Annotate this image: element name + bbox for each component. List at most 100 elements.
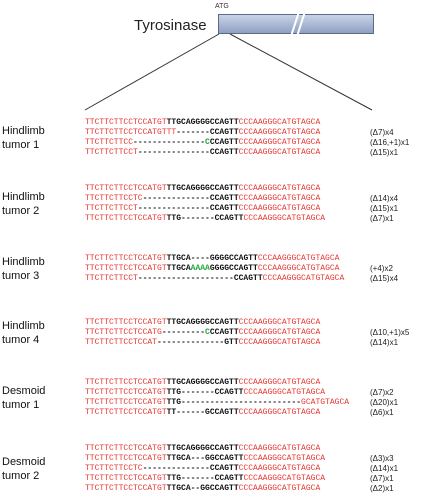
- mutant-sequence: TTCTTCTTCCTCCAT--------------GTTCCCAAGGG…: [85, 338, 320, 348]
- sequence-segment: ---------------: [133, 138, 206, 147]
- mutant-sequence: TTCTTCTTCCTCCATGTTTGCAAAAAGGGGCCAGTTCCCA…: [85, 264, 339, 274]
- mutation-count-label: (+4)x2: [370, 264, 393, 273]
- sequence-segment: TTCTTCTTCCTC: [85, 194, 143, 203]
- sequence-segment: CCCAAGGGCATGTAGCA: [238, 118, 321, 127]
- sequence-segment: CCCAAGGGCATGTAGCA: [238, 464, 321, 473]
- mutant-sequence: TTCTTCTTCCT---------------CCAGTTCCCAAGGG…: [85, 204, 320, 214]
- sequence-segment: TTCTTCTTCCTCCATGT: [85, 408, 167, 417]
- sequence-segment: CCCAAGGGCATGTAGCA: [238, 184, 321, 193]
- sample-label-line: tumor 4: [2, 334, 40, 346]
- sequence-segment: CCCAAGGGCATGTAGCA: [238, 128, 321, 137]
- sequence-segment: TTGCA----GGGGCCAGTT: [166, 254, 258, 263]
- sequence-segment: CCCAAGGGCATGTAGCA: [238, 194, 321, 203]
- mutant-sequence: TTCTTCTTCC---------------CCCAGTTCCCAAGGG…: [85, 138, 320, 148]
- sequence-segment: TTGCAGGGGCCAGTT: [166, 118, 239, 127]
- sequence-segment: CCCAAGGGCATGTAGCA: [238, 328, 321, 337]
- sequence-segment: TTCTTCTTCCTCCATGT: [85, 214, 167, 223]
- sequence-segment: ---------: [161, 328, 206, 337]
- sequence-segment: TTG-------CCAGTT: [166, 388, 244, 397]
- sample-label-line: Desmoid: [2, 385, 46, 397]
- sequence-segment: TTCTTCTTCCTCCATG: [85, 328, 162, 337]
- sequence-segment: TTG-------CCAGTT: [166, 214, 244, 223]
- wildtype-sequence: TTCTTCTTCCTCCATGTTTGCAGGGGCCAGTTCCCAAGGG…: [85, 378, 320, 388]
- sequence-segment: TTCTTCTTCCTCCAT: [85, 338, 158, 347]
- sequence-segment: TTCTTCTTCCTCCATGT: [85, 118, 167, 127]
- sequence-segment: --------------CCAGTT: [142, 464, 239, 473]
- sequence-segment: CCCAAGGGCATGTAGCA: [238, 378, 321, 387]
- sequence-segment: CCCAAGGGCATGTAGCA: [238, 148, 321, 157]
- sequence-segment: TTCTTCTTCCT: [85, 204, 138, 213]
- mutation-count-label: (Δ15)x1: [370, 204, 399, 213]
- wildtype-sequence: TTCTTCTTCCTCCATGTTTGCAGGGGCCAGTTCCCAAGGG…: [85, 318, 320, 328]
- mutation-count-label: (Δ15)x1: [370, 148, 399, 157]
- sequence-segment: CCAGTT: [209, 328, 239, 337]
- sequence-segment: TTGCA: [166, 264, 191, 273]
- mutation-count-label: (Δ10,+1)x5: [370, 328, 410, 337]
- mutant-sequence: TTCTTCTTCCT--------------------CCAGTTCCC…: [85, 274, 344, 284]
- sequence-segment: CCCAAGGGCATGTAGCA: [262, 274, 345, 283]
- sequence-segment: TTCTTCTTCCTCCATGT: [85, 454, 167, 463]
- sample-label-line: tumor 2: [2, 205, 40, 217]
- sample-label: Desmoid tumor 2: [2, 455, 45, 483]
- sample-label: Desmoid tumor 1: [2, 384, 45, 412]
- mutation-count-label: (Δ7)x1: [370, 214, 394, 223]
- wildtype-sequence: TTCTTCTTCCTCCATGTTTGCAGGGGCCAGTTCCCAAGGG…: [85, 118, 320, 128]
- sequence-segment: TTCTTCTTCCTC: [85, 464, 143, 473]
- sample-label-line: Desmoid: [2, 456, 46, 468]
- mutant-sequence: TTCTTCTTCCT---------------CCAGTTCCCAAGGG…: [85, 148, 320, 158]
- sequence-segment: CCCAAGGGCATGTAGCA: [243, 474, 326, 483]
- wildtype-sequence: TTCTTCTTCCTCCATGTTTGCA----GGGGCCAGTTCCCA…: [85, 254, 339, 264]
- sequence-segment: TTGCA--GGCCAGTT: [166, 484, 239, 493]
- sequence-segment: TTCTTCTTCCTCCATGT: [85, 378, 167, 387]
- sequence-segment: AAAA: [190, 264, 210, 273]
- sample-label-line: Hindlimb: [2, 125, 45, 137]
- mutation-count-label: (Δ7)x4: [370, 128, 394, 137]
- sequence-segment: TTGCAGGGGCCAGTT: [166, 318, 239, 327]
- mutation-count-label: (Δ14)x1: [370, 464, 399, 473]
- sequence-segment: --------------GTT: [157, 338, 239, 347]
- sequence-segment: CCCAAGGGCATGTAGCA: [238, 444, 321, 453]
- wildtype-sequence: TTCTTCTTCCTCCATGTTTGCAGGGGCCAGTTCCCAAGGG…: [85, 444, 320, 454]
- sequence-segment: GGGGCCAGTT: [209, 264, 258, 273]
- mutation-count-label: (Δ15)x4: [370, 274, 399, 283]
- sequence-segment: TTGCAGGGGCCAGTT: [166, 184, 239, 193]
- sequence-segment: TT------GCCAGTT: [166, 408, 239, 417]
- sequence-segment: TTCTTCTTCCTCCATGT: [85, 474, 167, 483]
- mutation-count-label: (Δ6)x1: [370, 408, 394, 417]
- mutation-count-label: (Δ16,+1)x1: [370, 138, 410, 147]
- sequence-segment: TTCTTCTTCCTCCATGT: [85, 444, 167, 453]
- sequence-segment: TTCTTCTTCCT: [85, 148, 138, 157]
- sequence-segment: TTCTTCTTCCTCCATGT: [85, 184, 167, 193]
- mutation-count-label: (Δ7)x1: [370, 474, 394, 483]
- mutation-count-label: (Δ14)x4: [370, 194, 399, 203]
- mutant-sequence: TTCTTCTTCCTCCATGTTT-------CCAGTTCCCAAGGG…: [85, 128, 320, 138]
- sample-label-line: tumor 2: [2, 470, 40, 482]
- sequence-segment: CCCAAGGGCATGTAGCA: [238, 338, 321, 347]
- sequence-segment: TTCTTCTTCCT: [85, 274, 138, 283]
- sequence-segment: CCCAAGGGCATGTAGCA: [257, 254, 340, 263]
- sequence-segment: CCCAAGGGCATGTAGCA: [238, 484, 321, 493]
- sample-label-line: Hindlimb: [2, 191, 45, 203]
- sequence-segment: TTCTTCTTCCTCCATGT: [85, 398, 167, 407]
- sequence-segment: CCCAAGGGCATGTAGCA: [238, 138, 321, 147]
- mutant-sequence: TTCTTCTTCCTC--------------CCAGTTCCCAAGGG…: [85, 194, 320, 204]
- sequence-segment: GCATGTAGCA: [301, 398, 350, 407]
- sequence-segment: TTG-------CCAGTT: [166, 474, 244, 483]
- sequence-segment: C: [205, 328, 210, 337]
- sample-label-line: tumor 3: [2, 270, 40, 282]
- sample-label-line: tumor 1: [2, 399, 40, 411]
- mutation-count-label: (Δ20)x1: [370, 398, 399, 407]
- sequence-segment: CCCAAGGGCATGTAGCA: [238, 318, 321, 327]
- sequence-segment: --------------CCAGTT: [142, 194, 239, 203]
- sample-label-line: Hindlimb: [2, 256, 45, 268]
- sequence-segment: CCCAAGGGCATGTAGCA: [243, 388, 326, 397]
- mutant-sequence: TTCTTCTTCCTCCATGTTT------GCCAGTTCCCAAGGG…: [85, 408, 320, 418]
- atg-label: ATG: [215, 3, 229, 10]
- sequence-segment: C: [205, 138, 210, 147]
- sequence-segment: TTCTTCTTCCTCCATGT: [85, 318, 167, 327]
- sequence-segment: TTGCA---GGCCAGTT: [166, 454, 244, 463]
